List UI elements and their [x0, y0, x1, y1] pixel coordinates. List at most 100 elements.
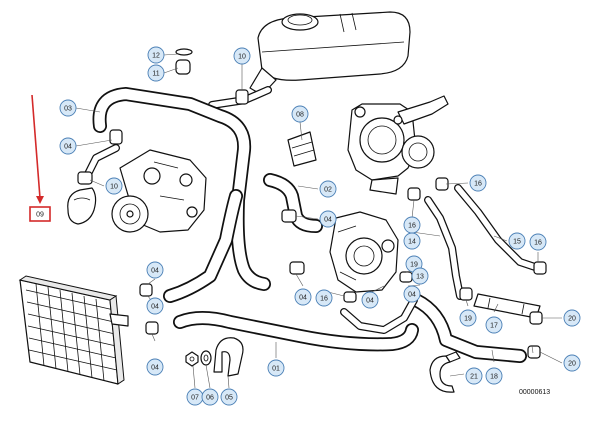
water-pump [111, 149, 207, 233]
callout-number: 04 [64, 144, 72, 151]
callout-04[interactable]: 04 [146, 261, 164, 279]
clamp-10-top [235, 89, 249, 105]
callout-circle [459, 309, 477, 327]
callout-number: 10 [110, 184, 118, 191]
callout-16[interactable]: 16 [529, 233, 547, 251]
callout-number: 02 [324, 187, 332, 194]
callout-circle [411, 267, 429, 285]
callout-number: 06 [206, 395, 214, 402]
callout-04[interactable]: 04 [294, 288, 312, 306]
callout-circle [220, 388, 238, 406]
callout-04[interactable]: 04 [146, 297, 164, 315]
callout-circle [485, 367, 503, 385]
callout-number: 19 [464, 316, 472, 323]
callout-number: 04 [299, 295, 307, 302]
thermostat-lower [329, 211, 399, 293]
callout-03[interactable]: 03 [59, 99, 77, 117]
callout-circle [529, 233, 547, 251]
callout-number: 04 [324, 217, 332, 224]
callout-highlight-box [29, 206, 51, 222]
hose-09-elbow [67, 187, 97, 225]
callout-12[interactable]: 12 [147, 46, 165, 64]
indicator-arrow [31, 94, 44, 204]
callout-16[interactable]: 16 [315, 289, 333, 307]
callout-number: 01 [272, 366, 280, 373]
nut-07 [185, 351, 199, 367]
callout-number: 16 [474, 181, 482, 188]
callout-01[interactable]: 01 [267, 359, 285, 377]
callout-number: 16 [534, 240, 542, 247]
callout-14[interactable]: 14 [403, 232, 421, 250]
callout-10[interactable]: 10 [233, 47, 251, 65]
callout-20[interactable]: 20 [563, 309, 581, 327]
callout-04[interactable]: 04 [59, 137, 77, 155]
bracket-21 [429, 351, 461, 393]
callout-number: 04 [408, 292, 416, 299]
callout-07[interactable]: 07 [186, 388, 204, 406]
callout-10[interactable]: 10 [105, 177, 123, 195]
callout-number: 15 [513, 239, 521, 246]
callout-16[interactable]: 16 [469, 174, 487, 192]
callout-18[interactable]: 18 [485, 367, 503, 385]
callout-number: 07 [191, 395, 199, 402]
callout-number: 17 [490, 323, 498, 330]
callout-20[interactable]: 20 [563, 354, 581, 372]
callout-circle [361, 291, 379, 309]
callout-08[interactable]: 08 [291, 105, 309, 123]
callout-05[interactable]: 05 [220, 388, 238, 406]
radiator [18, 275, 129, 385]
callout-19[interactable]: 19 [459, 309, 477, 327]
callout-04[interactable]: 04 [319, 210, 337, 228]
callout-circle [59, 99, 77, 117]
callout-number: 20 [568, 316, 576, 323]
callout-number: 19 [410, 262, 418, 269]
callout-circle [403, 285, 421, 303]
thermostat-housing [347, 95, 449, 195]
callout-group: 12 11 10 03 08 04 10 09 02 16 04 16 14 15 16 04 19 13 04 16… [29, 46, 581, 406]
callout-circle [563, 354, 581, 372]
callout-circle [233, 47, 251, 65]
callout-04[interactable]: 04 [146, 358, 164, 376]
bracket-05 [213, 337, 244, 377]
callout-circle [147, 46, 165, 64]
callout-circle [319, 180, 337, 198]
callout-number: 09 [36, 212, 44, 219]
callout-leaders [75, 53, 563, 389]
callout-circle [146, 297, 164, 315]
callout-circle [403, 232, 421, 250]
callout-circle [146, 358, 164, 376]
sensor-08 [287, 131, 317, 167]
callout-number: 10 [238, 54, 246, 61]
callout-11[interactable]: 11 [147, 64, 165, 82]
callout-number: 04 [151, 268, 159, 275]
callout-number: 13 [416, 274, 424, 281]
callout-number: 04 [151, 365, 159, 372]
callout-16[interactable]: 16 [403, 216, 421, 234]
callout-02[interactable]: 02 [319, 180, 337, 198]
callout-15[interactable]: 15 [508, 232, 526, 250]
callout-09[interactable]: 09 [29, 206, 51, 222]
callout-circle [291, 105, 309, 123]
callout-number: 14 [408, 239, 416, 246]
callout-number: 18 [490, 374, 498, 381]
callout-04[interactable]: 04 [361, 291, 379, 309]
callout-circle [105, 177, 123, 195]
expansion-tank [249, 11, 411, 96]
callout-circle [563, 309, 581, 327]
callout-circle [319, 210, 337, 228]
callout-04[interactable]: 04 [403, 285, 421, 303]
callout-13[interactable]: 13 [411, 267, 429, 285]
callout-circle [267, 359, 285, 377]
callout-21[interactable]: 21 [465, 367, 483, 385]
callout-06[interactable]: 06 [201, 388, 219, 406]
callout-number: 20 [568, 361, 576, 368]
callout-number: 21 [470, 374, 478, 381]
clamps [77, 48, 547, 359]
callout-number: 12 [152, 53, 160, 60]
callout-17[interactable]: 17 [485, 316, 503, 334]
callout-circle [146, 261, 164, 279]
callout-number: 11 [152, 71, 159, 78]
callout-number: 16 [320, 296, 328, 303]
